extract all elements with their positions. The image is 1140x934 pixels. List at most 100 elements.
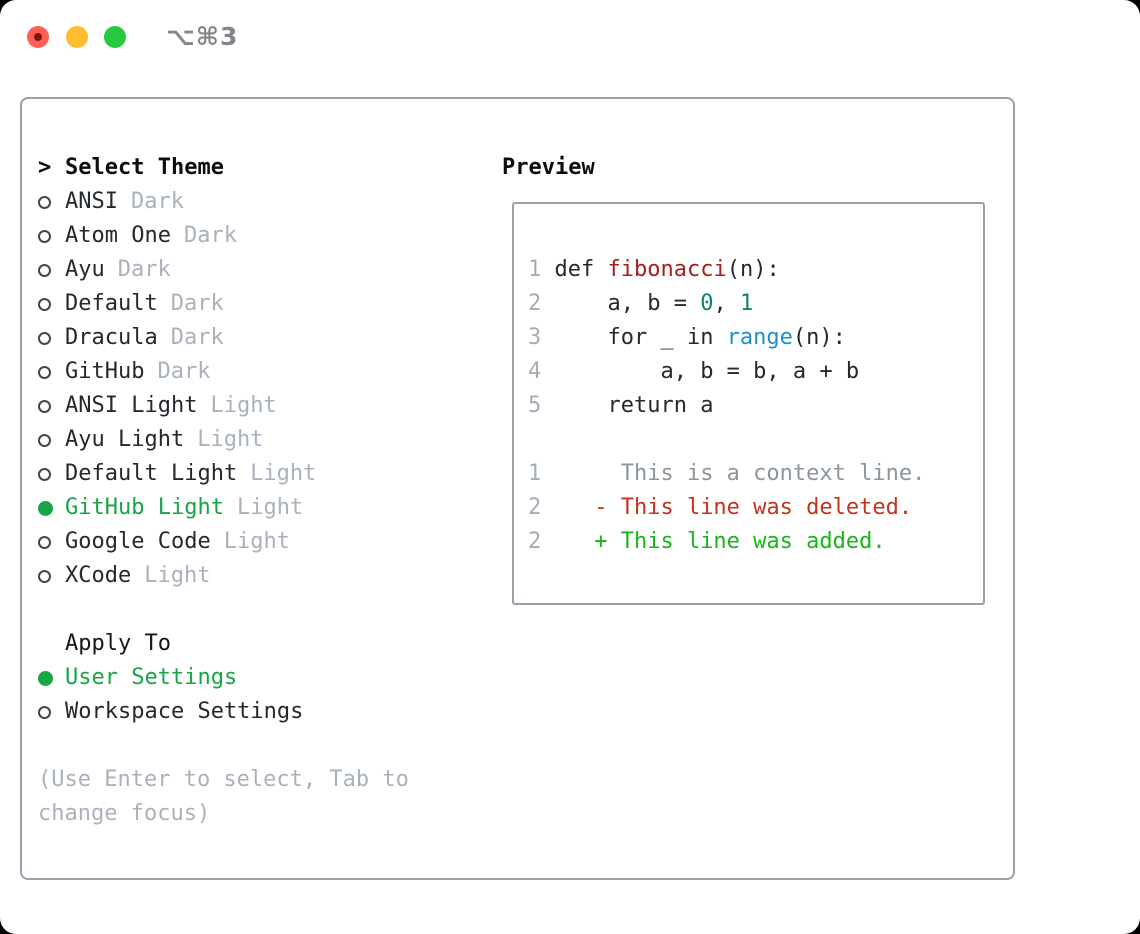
code-line: 1 This is a context line. [528, 457, 983, 491]
radio-icon [38, 195, 65, 209]
line-number: 1 [528, 461, 542, 486]
line-number: 4 [528, 359, 542, 384]
radio-icon [38, 467, 65, 481]
zoom-button-icon[interactable] [104, 26, 126, 48]
minimize-button-icon[interactable] [66, 26, 88, 48]
option-label: User Settings [65, 665, 238, 690]
theme-variant-tag: Light [236, 495, 304, 520]
code-token-context: This is a context line. [541, 461, 926, 486]
code-line: 2 a, b = 0, 1 [528, 287, 983, 321]
code-token-func: fibonacci [607, 257, 727, 282]
apply-option-workspace-settings[interactable]: Workspace Settings [38, 695, 483, 729]
theme-item-google-code[interactable]: Google Code Light [38, 525, 483, 559]
code-token-number: 1 [739, 291, 754, 316]
radio-icon [38, 229, 65, 243]
radio-icon [38, 705, 65, 719]
theme-item-ansi-light[interactable]: ANSI Light Light [38, 389, 483, 423]
select-theme-header-row: >Select Theme [38, 151, 483, 185]
option-label: Atom One [65, 223, 171, 248]
option-label: XCode [65, 563, 132, 588]
preview-column: Preview 1 def fibonacci(n):2 a, b = 0, 1… [502, 151, 985, 605]
apply-to-header: Apply To [65, 631, 171, 656]
option-label: ANSI [65, 189, 118, 214]
option-label: Google Code [65, 529, 211, 554]
code-line: 5 return a [528, 389, 983, 423]
close-button-icon[interactable] [27, 26, 49, 48]
option-label: Default [65, 291, 158, 316]
theme-item-atom-one[interactable]: Atom One Dark [38, 219, 483, 253]
theme-variant-tag: Dark [117, 257, 171, 282]
radio-icon [38, 433, 65, 447]
theme-variant-tag: Light [223, 529, 290, 554]
line-number: 2 [528, 529, 542, 554]
code-token-code: (n): [726, 257, 780, 282]
option-label: Workspace Settings [65, 699, 304, 724]
theme-variant-tag: Dark [130, 189, 184, 214]
keyboard-hint: (Use Enter to select, Tab to change focu… [38, 767, 409, 826]
theme-item-dracula[interactable]: Dracula Dark [38, 321, 483, 355]
theme-item-default-light[interactable]: Default Light Light [38, 457, 483, 491]
code-line: 2 - This line was deleted. [528, 491, 983, 525]
code-token-code: (n): [792, 325, 846, 350]
theme-variant-tag: Dark [170, 325, 224, 350]
radio-icon [38, 297, 65, 311]
line-number: 2 [528, 291, 542, 316]
radio-icon [38, 569, 65, 583]
radio-selected-icon [38, 500, 65, 516]
option-label: Ayu [65, 257, 105, 282]
theme-item-github[interactable]: GitHub Dark [38, 355, 483, 389]
theme-variant-tag: Light [197, 427, 264, 452]
radio-icon [38, 263, 65, 277]
titlebar: ⌥⌘3 [0, 0, 1140, 75]
option-label: GitHub Light [65, 495, 224, 520]
preview-header: Preview [502, 155, 595, 180]
theme-item-default[interactable]: Default Dark [38, 287, 483, 321]
code-token-code: , [713, 291, 740, 316]
code-blank-line [528, 423, 983, 457]
theme-variant-tag: Light [250, 461, 317, 486]
theme-variant-tag: Light [144, 563, 211, 588]
line-number: 5 [528, 393, 542, 418]
code-line: 4 a, b = b, a + b [528, 355, 983, 389]
window-title: ⌥⌘3 [166, 22, 239, 51]
theme-item-github-light[interactable]: GitHub Light Light [38, 491, 483, 525]
theme-variant-tag: Dark [170, 291, 224, 316]
theme-item-ayu[interactable]: Ayu Dark [38, 253, 483, 287]
theme-item-xcode[interactable]: XCode Light [38, 559, 483, 593]
apply-option-user-settings[interactable]: User Settings [38, 661, 483, 695]
code-token-code: def [541, 257, 608, 282]
select-theme-header: Select Theme [65, 155, 224, 180]
line-number: 1 [528, 257, 542, 282]
code-line: 1 def fibonacci(n): [528, 253, 983, 287]
option-label: ANSI Light [65, 393, 198, 418]
radio-icon [38, 535, 65, 549]
code-token-code: return a [541, 393, 714, 418]
code-token-added: + This line was added. [541, 529, 886, 554]
theme-variant-tag: Dark [157, 359, 211, 384]
option-label: Default Light [65, 461, 238, 486]
option-label: Dracula [65, 325, 158, 350]
code-line: 2 + This line was added. [528, 525, 983, 559]
theme-item-ansi[interactable]: ANSI Dark [38, 185, 483, 219]
theme-variant-tag: Dark [183, 223, 237, 248]
code-token-deleted: - This line was deleted. [541, 495, 913, 520]
code-token-number: 0 [700, 291, 714, 316]
code-token-code: a, b = b, a + b [541, 359, 860, 384]
option-label: GitHub [65, 359, 145, 384]
code-token-code: for _ in [541, 325, 727, 350]
radio-icon [38, 365, 65, 379]
line-number: 3 [528, 325, 542, 350]
radio-selected-icon [38, 670, 65, 686]
theme-variant-tag: Light [210, 393, 277, 418]
line-number: 2 [528, 495, 542, 520]
code-line: 3 for _ in range(n): [528, 321, 983, 355]
radio-icon [38, 331, 65, 345]
